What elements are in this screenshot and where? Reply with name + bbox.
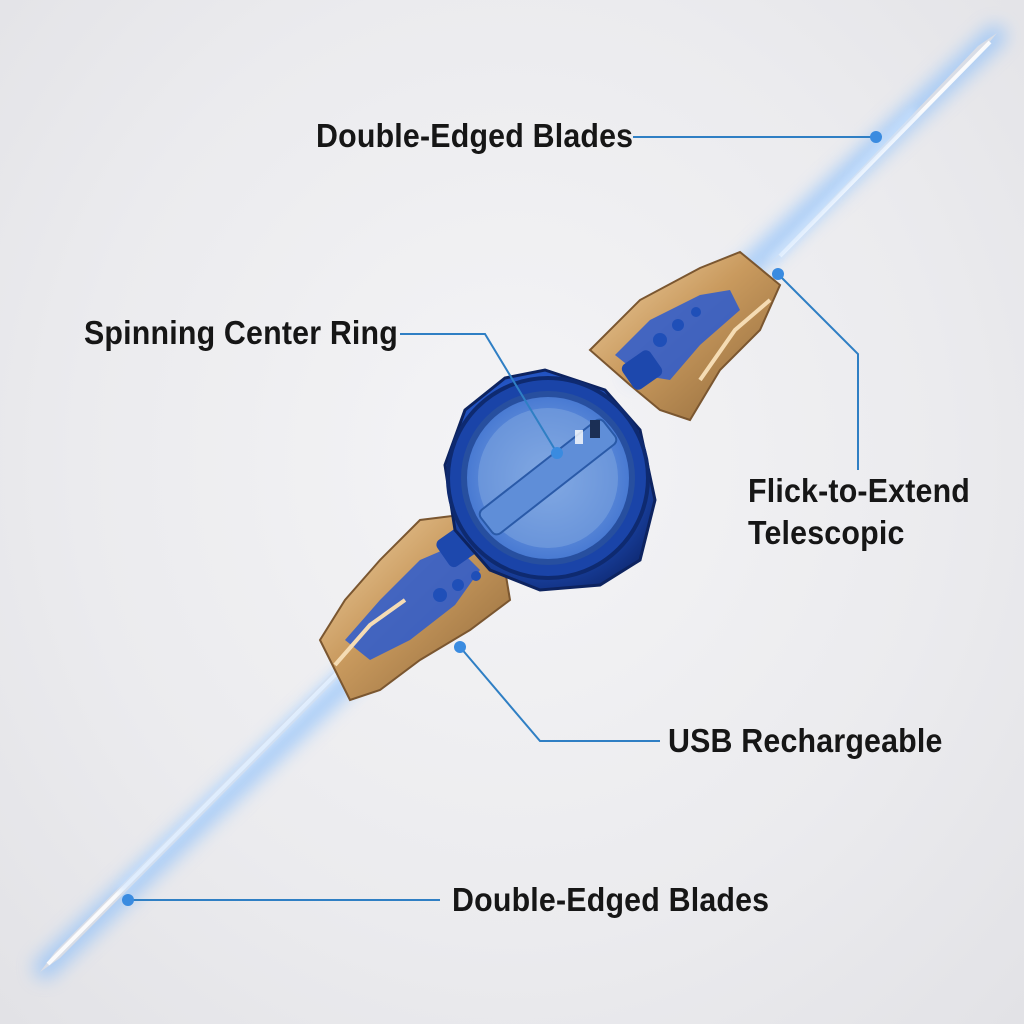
leader-dots bbox=[122, 131, 882, 906]
label-telescopic-line1: Flick-to-Extend bbox=[748, 472, 971, 509]
dot-bottom-blade bbox=[122, 894, 134, 906]
dot-usb bbox=[454, 641, 466, 653]
label-usb-rechargeable: USB Rechargeable bbox=[668, 722, 943, 759]
bottom-blade bbox=[34, 639, 391, 979]
label-telescopic: Flick-to-Extend Telescopic bbox=[748, 470, 970, 554]
label-top-blades: Double-Edged Blades bbox=[316, 117, 634, 154]
label-spinning-center-ring: Spinning Center Ring bbox=[84, 314, 399, 351]
dot-telescopic bbox=[772, 268, 784, 280]
dot-center-ring bbox=[551, 447, 563, 459]
label-bottom-blades: Double-Edged Blades bbox=[452, 881, 770, 918]
upper-gold-guard bbox=[588, 250, 782, 422]
leader-lines bbox=[128, 136, 876, 901]
spinning-center-ring bbox=[443, 368, 657, 592]
label-telescopic-line2: Telescopic bbox=[748, 514, 905, 551]
dot-top-blade bbox=[870, 131, 882, 143]
